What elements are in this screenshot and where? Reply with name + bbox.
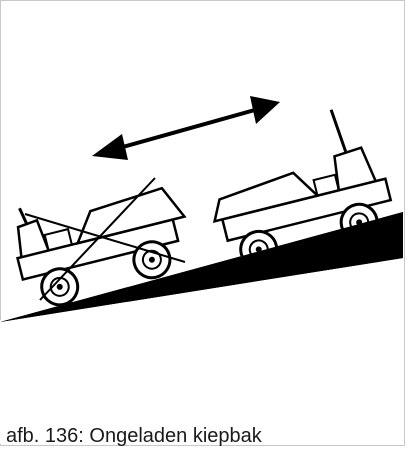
movement-arrow-icon — [92, 96, 280, 160]
figure-caption: afb. 136: Ongeladen kiepbak — [6, 425, 262, 448]
